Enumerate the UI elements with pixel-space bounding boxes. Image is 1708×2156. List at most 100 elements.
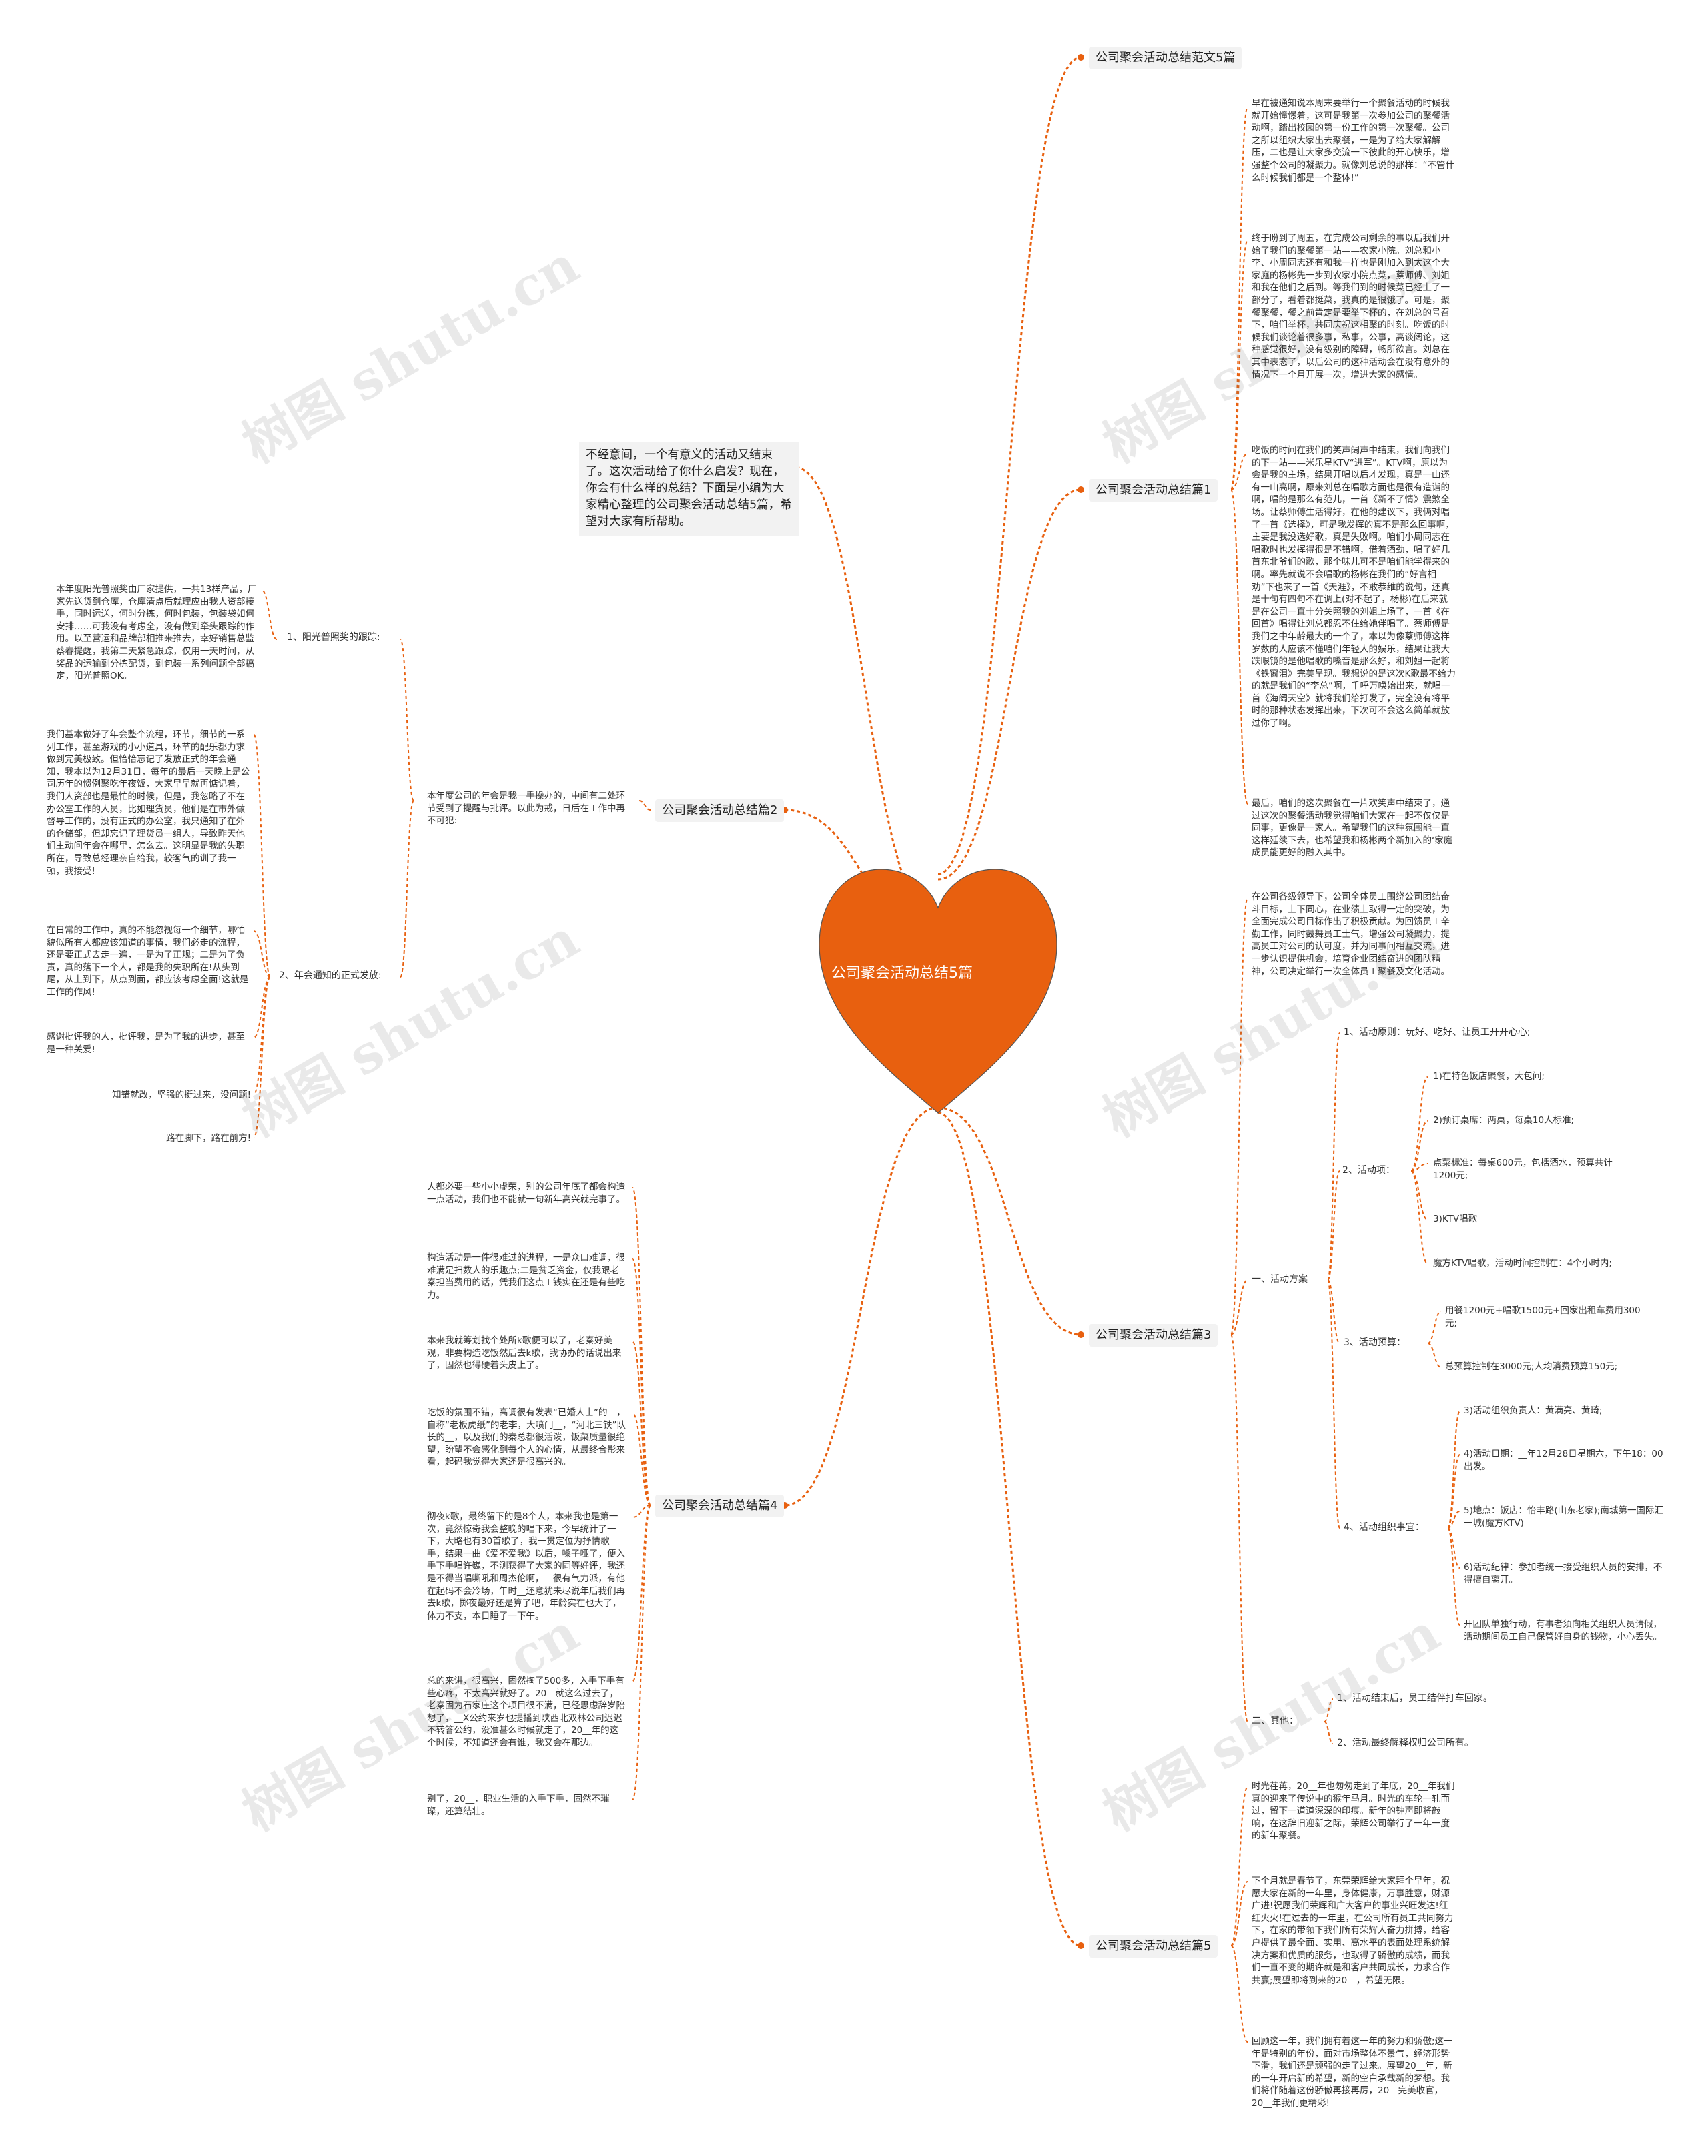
p3-org-item: 4)活动日期：__年12月28日星期六，下午18：00出发。 — [1464, 1449, 1663, 1472]
connector-line — [253, 733, 271, 978]
connector-line — [1410, 1170, 1428, 1265]
branch-part-3[interactable]: 公司聚会活动总结篇3 — [1089, 1324, 1218, 1347]
connector-line — [1327, 1032, 1340, 1281]
p3-intro: 在公司各级领导下，公司全体员工围绕公司团结奋斗目标，上下同心，在业绩上取得一定的… — [1252, 891, 1450, 977]
connector-dot — [1078, 1331, 1084, 1338]
p5-paragraph: 回顾这一年，我们拥有着这一年的努力和骄傲;这一年是特别的年份，面对市场整体不景气… — [1252, 2036, 1453, 2109]
connector-line — [1324, 1721, 1334, 1744]
connector-line — [1427, 1311, 1442, 1344]
p3-plan-label[interactable]: 一、活动方案 — [1252, 1274, 1308, 1285]
p1-paragraph: 终于盼到了周五，在完成公司剩余的事以后我们开始了我们的聚餐第一站——农家小院。刘… — [1252, 233, 1450, 380]
connector-line — [1324, 1698, 1334, 1722]
connector-line — [1230, 453, 1248, 490]
branch-part-5[interactable]: 公司聚会活动总结篇5 — [1089, 1935, 1218, 1958]
connector-line — [1410, 1120, 1428, 1172]
p2-subtopic-1[interactable]: 1、阳光普照奖的跟踪: — [287, 632, 380, 643]
p2-s1-text: 本年度阳光普照奖由厂家提供，一共13样产品，厂家先送货到仓库，仓库清点后就理应由… — [56, 584, 257, 682]
p2-subtopic-2[interactable]: 2、年会通知的正式发放: — [279, 970, 382, 981]
connector-line — [632, 1505, 651, 1518]
p3-budget-label[interactable]: 3、活动预算： — [1344, 1337, 1406, 1348]
connector-line — [400, 639, 414, 801]
p1-paragraph: 最后，咱们的这次聚餐在一片欢笑声中结束了，通过这次的聚餐活动我觉得咱们大家在一起… — [1252, 798, 1453, 859]
connector-line — [1230, 106, 1248, 490]
connector-line — [1327, 1279, 1340, 1344]
p2-s2-item: 知错就改，坚强的挺过来，没问题! — [112, 1090, 251, 1100]
connector-line — [253, 930, 271, 978]
p1-paragraph: 吃饭的时间在我们的笑声阔声中结束，我们向我们的下一站——米乐星KTV“进军”。K… — [1252, 445, 1456, 729]
p4-paragraph: 人都必要一些小小虚荣，别的公司年底了都会构造一点活动，我们也不能就一句新年高兴就… — [427, 1182, 625, 1205]
connector-line — [937, 1112, 1082, 1947]
p1-paragraph: 早在被通知说本周末要举行一个聚餐活动的时候我就开始憧憬着，这可是我第一次参加公司… — [1252, 98, 1454, 184]
p4-paragraph: 别了，20__，职业生活的入手下手，固然不璀璨，还算结壮。 — [427, 1794, 610, 1817]
p3-item: 2)预订桌席：两桌，每桌10人标准; — [1433, 1115, 1575, 1126]
p2-s2-item: 在日常的工作中，真的不能忽视每一个细节，哪怕貌似所有人都应该知道的事情，我们必走… — [47, 925, 249, 998]
p2-summary: 本年度公司的年会是我一手操办的，中间有二处环节受到了提醒与批评。以此为戒，日后在… — [427, 791, 625, 827]
connector-line — [1230, 1881, 1248, 1946]
p3-other-label[interactable]: 二、其他： — [1252, 1716, 1298, 1726]
connector-line — [1230, 240, 1248, 490]
p3-item: 1)在特色饭店聚餐，大包间; — [1433, 1071, 1545, 1082]
branch-overview[interactable]: 公司聚会活动总结范文5篇 — [1089, 47, 1242, 69]
connector-line — [784, 1106, 939, 1507]
connector-line — [784, 809, 939, 936]
connector-line — [1230, 1945, 1248, 2043]
p3-budget-item: 总预算控制在3000元;人均消费预算150元; — [1445, 1361, 1618, 1372]
p5-paragraph: 下个月就是春节了，东莞荣辉给大家拜个早年，祝愿大家在新的一年里，身体健康，万事胜… — [1252, 1876, 1454, 1986]
p2-s2-item: 我们基本做好了年会整个流程，环节，细节的一系列工作，甚至游戏的小小道具，环节的配… — [47, 729, 250, 877]
p3-other-item: 1、活动结束后，员工结伴打车回家。 — [1337, 1693, 1492, 1704]
p3-principle: 1、活动原则：玩好、吃好、让员工开开心心; — [1344, 1027, 1531, 1038]
central-topic[interactable]: 公司聚会活动总结5篇 — [831, 965, 973, 982]
connector-line — [261, 589, 278, 640]
connector-dot — [1078, 1942, 1084, 1949]
p5-paragraph: 时光荏苒，20__年也匆匆走到了年底，20__年我们真的迎来了传说中的猴年马月。… — [1252, 1781, 1455, 1842]
connector-line — [1230, 897, 1248, 1335]
connector-line — [1230, 1786, 1248, 1946]
p4-paragraph: 总的来讲，很高兴，固然掏了500多，入手下手有些心疼，不太高兴就好了。20__就… — [427, 1676, 625, 1748]
p3-item: 3)KTV唱歌 — [1433, 1214, 1478, 1224]
p3-org-item: 开团队单独行动，有事者须向相关组织人员请假，活动期间员工自己保管好自身的钱物，小… — [1464, 1619, 1662, 1642]
p3-org-item: 3)活动组织负责人：黄满亮、黄琦; — [1464, 1405, 1603, 1416]
p4-paragraph: 构造活动是一件很难过的进程，一是众口难调，很难满足扫数人的乐趣点;二是贫乏资金，… — [427, 1252, 625, 1301]
p2-s2-item: 路在脚下，路在前方! — [166, 1133, 251, 1144]
branch-part-1[interactable]: 公司聚会活动总结篇1 — [1089, 479, 1218, 502]
p3-org-item: 5)地点：饭店：怡丰路(山东老家);南城第一国际汇一城(魔方KTV) — [1464, 1505, 1663, 1529]
connector-line — [632, 1505, 651, 1800]
connector-line — [1447, 1511, 1460, 1529]
connector-line — [400, 800, 414, 978]
connector-line — [1230, 489, 1248, 805]
connector-line — [937, 1106, 1082, 1336]
branch-part-4[interactable]: 公司聚会活动总结篇4 — [655, 1495, 785, 1517]
connector-line — [1447, 1527, 1460, 1626]
connector-dot — [1078, 54, 1084, 61]
connector-line — [632, 1187, 651, 1506]
connector-line — [1327, 1170, 1340, 1281]
p4-paragraph: 彻夜k歌，最终留下的是8个人，本来我也是第一次，竟然惊奇我会整晚的唱下来，今早统… — [427, 1511, 625, 1622]
connector-line — [1447, 1411, 1460, 1529]
p3-org-item: 6)活动纪律：参加者统一接受组织人员的安排，不得擅自离开。 — [1464, 1562, 1663, 1585]
connector-line — [1427, 1343, 1442, 1368]
connector-line — [638, 800, 651, 811]
connector-line — [937, 56, 1082, 875]
connector-line — [793, 466, 939, 922]
p3-items-label[interactable]: 2、活动项： — [1342, 1165, 1395, 1176]
p3-budget-item: 用餐1200元+唱歌1500元+回家出租车费用300元; — [1445, 1305, 1641, 1329]
connector-line — [632, 1341, 651, 1506]
connector-line — [1230, 1279, 1248, 1335]
connector-line — [1410, 1076, 1428, 1172]
connector-line — [632, 1258, 651, 1506]
intro-summary[interactable]: 不经意间，一个有意义的活动又结束了。这次活动给了你什么启发？现在，你会有什么样的… — [579, 442, 799, 536]
p3-item: 魔方KTV唱歌，活动时间控制在：4个小时内; — [1433, 1258, 1612, 1269]
central-heart-shape — [819, 869, 1057, 1114]
connector-line — [253, 976, 271, 1138]
connector-line — [937, 488, 1082, 881]
p3-org-label[interactable]: 4、活动组织事宜： — [1344, 1522, 1424, 1533]
branch-part-2[interactable]: 公司聚会活动总结篇2 — [655, 799, 785, 822]
p4-paragraph: 吃饭的氛围不错，高调很有发表“已婚人士”的__，自称“老板虎纸”的老李，大喷门_… — [427, 1407, 626, 1468]
connector-line — [1447, 1454, 1460, 1529]
p3-item: 点菜标准：每桌600元，包括酒水，预算共计1200元; — [1433, 1158, 1613, 1181]
p2-s2-item: 感谢批评我的人，批评我，是为了我的进步，甚至是一种关爱! — [47, 1032, 245, 1055]
connector-line — [632, 1413, 651, 1506]
connector-line — [253, 976, 271, 1038]
